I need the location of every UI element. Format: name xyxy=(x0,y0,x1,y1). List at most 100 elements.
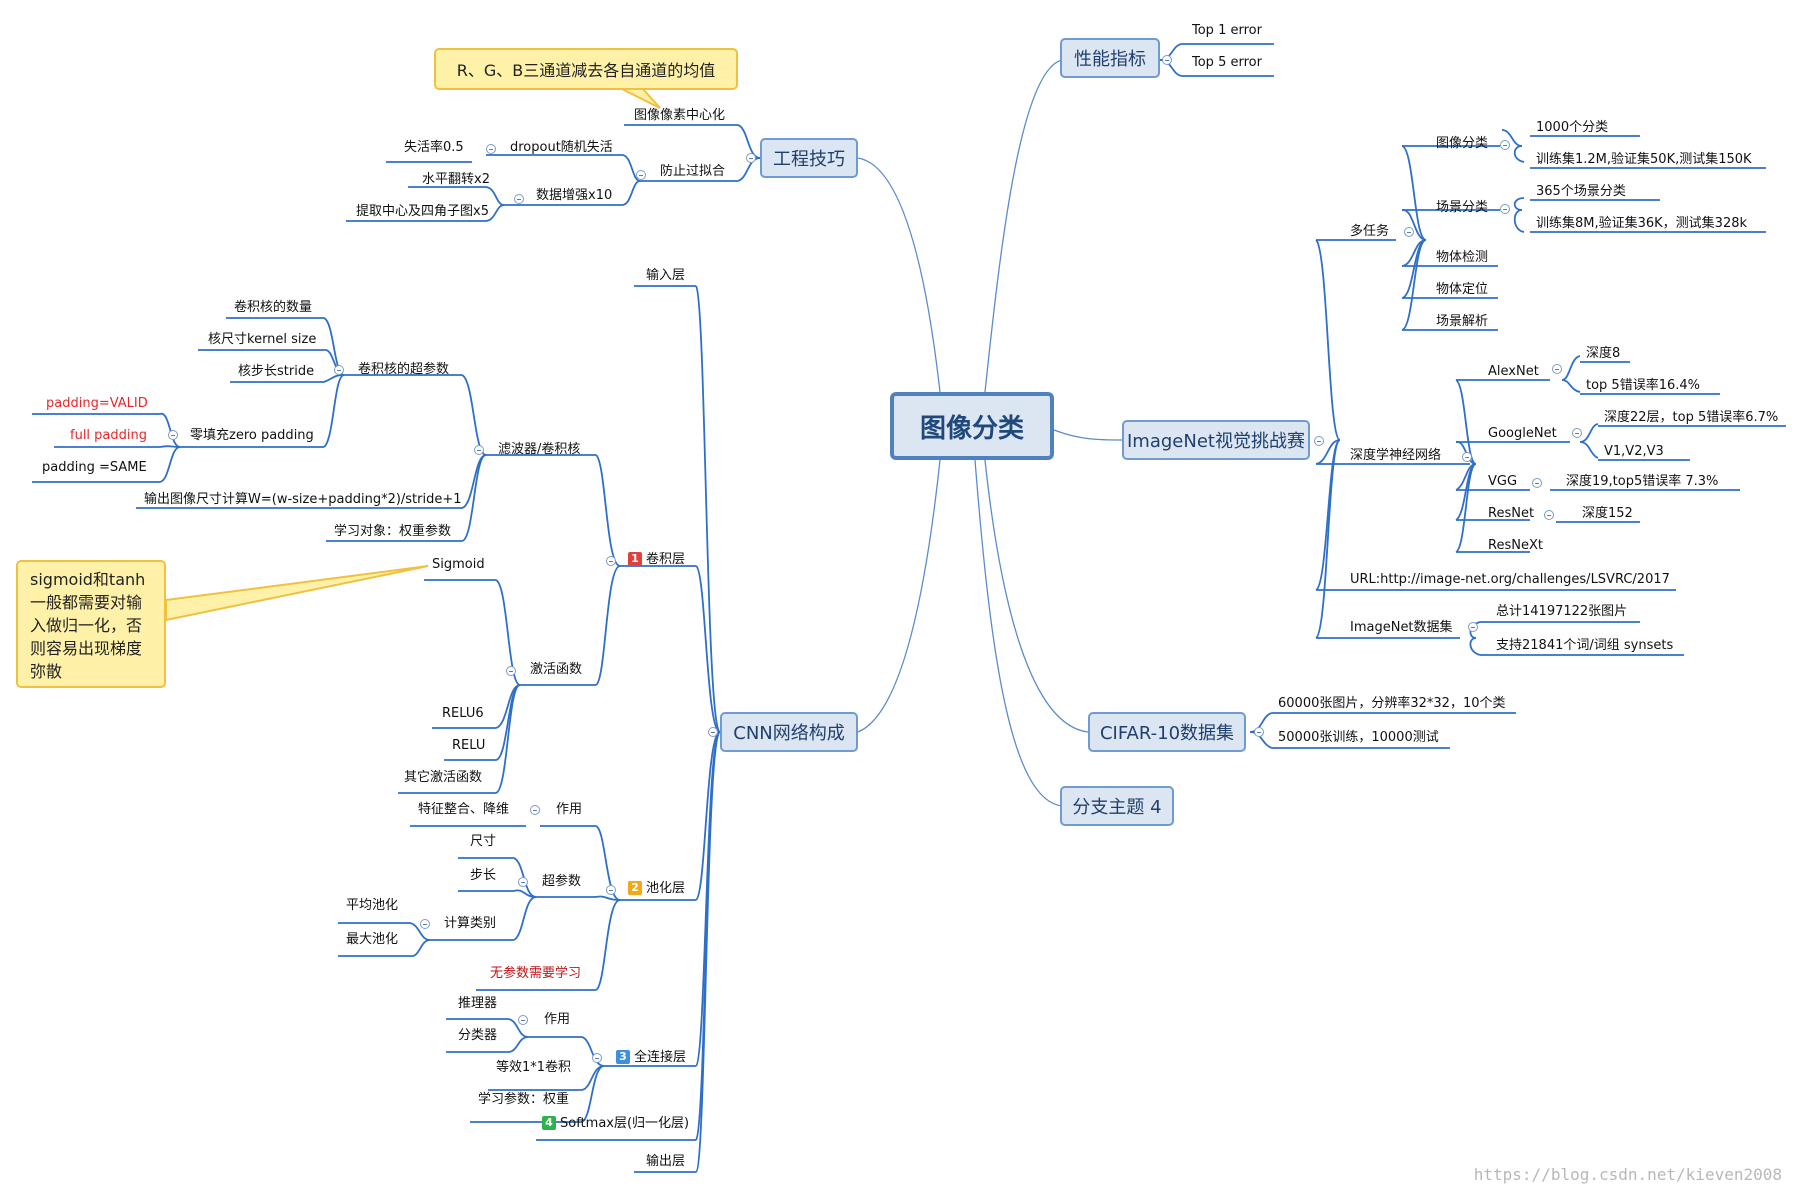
cifar-images[interactable]: 60000张图片，分辨率32*32，10个类 xyxy=(1278,696,1506,711)
kernel-size[interactable]: 核尺寸kernel size xyxy=(208,332,317,347)
kernel-hyper[interactable]: 卷积核的超参数 xyxy=(358,362,450,377)
collapse-icon[interactable] xyxy=(1544,510,1554,520)
collapse-icon[interactable] xyxy=(506,666,516,676)
relu6[interactable]: RELU6 xyxy=(442,706,484,721)
sigmoid[interactable]: Sigmoid xyxy=(432,557,485,572)
output-layer[interactable]: 输出层 xyxy=(646,1154,686,1169)
googlenet-versions[interactable]: V1,V2,V3 xyxy=(1604,444,1664,459)
cnn-topic[interactable]: CNN网络构成 xyxy=(720,712,858,752)
resnet-depth[interactable]: 深度152 xyxy=(1582,506,1633,521)
max-pool[interactable]: 最大池化 xyxy=(346,932,399,947)
collapse-icon[interactable] xyxy=(708,727,718,737)
collapse-icon[interactable] xyxy=(1254,727,1264,737)
fc-learn[interactable]: 学习参数：权重 xyxy=(478,1092,570,1107)
collapse-icon[interactable] xyxy=(334,365,344,375)
collapse-icon[interactable] xyxy=(486,144,496,154)
imagenet-topic[interactable]: ImageNet视觉挑战赛 xyxy=(1122,420,1310,460)
cifar-split[interactable]: 50000张训练，10000测试 xyxy=(1278,730,1439,745)
other-activation[interactable]: 其它激活函数 xyxy=(404,770,483,785)
padding-valid[interactable]: padding=VALID xyxy=(46,396,148,411)
activation[interactable]: 激活函数 xyxy=(530,662,583,677)
multitask[interactable]: 多任务 xyxy=(1350,224,1390,239)
collapse-icon[interactable] xyxy=(1162,55,1172,65)
infer[interactable]: 推理器 xyxy=(458,996,498,1011)
learn-weights[interactable]: 学习对象：权重参数 xyxy=(334,524,452,539)
vgg[interactable]: VGG xyxy=(1488,474,1518,489)
collapse-icon[interactable] xyxy=(420,919,430,929)
padding-full[interactable]: full padding xyxy=(70,428,147,443)
kernel-stride[interactable]: 核步长stride xyxy=(238,364,315,379)
collapse-icon[interactable] xyxy=(530,805,540,815)
filter[interactable]: 滤波器/卷积核 xyxy=(498,442,581,457)
kernel-count[interactable]: 卷积核的数量 xyxy=(234,300,313,315)
scene-cls-sets[interactable]: 训练集8M,验证集36K，测试集328k xyxy=(1536,216,1748,231)
img-cls-sets[interactable]: 训练集1.2M,验证集50K,测试集150K xyxy=(1536,152,1752,167)
collapse-icon[interactable] xyxy=(606,556,616,566)
top5-error[interactable]: Top 5 error xyxy=(1192,55,1262,70)
collapse-icon[interactable] xyxy=(606,885,616,895)
image-classification[interactable]: 图像分类 xyxy=(1436,136,1489,151)
deep-nn[interactable]: 深度学神经网络 xyxy=(1350,448,1442,463)
zero-padding[interactable]: 零填充zero padding xyxy=(190,428,314,443)
dropout[interactable]: dropout随机失活 xyxy=(510,140,613,155)
pool-calc[interactable]: 计算类别 xyxy=(444,916,497,931)
collapse-icon[interactable] xyxy=(1314,436,1324,446)
dataset-synsets[interactable]: 支持21841个词/词组 synsets xyxy=(1496,638,1674,653)
cifar-topic[interactable]: CIFAR-10数据集 xyxy=(1088,712,1246,752)
pool-hyper[interactable]: 超参数 xyxy=(542,874,582,889)
flip[interactable]: 水平翻转x2 xyxy=(422,172,490,187)
root-topic[interactable]: 图像分类 xyxy=(890,392,1054,460)
collapse-icon[interactable] xyxy=(636,170,646,180)
collapse-icon[interactable] xyxy=(592,1053,602,1063)
dropout-rate[interactable]: 失活率0.5 xyxy=(404,140,464,155)
object-detection[interactable]: 物体检测 xyxy=(1436,250,1489,265)
resnext[interactable]: ResNeXt xyxy=(1488,538,1543,553)
alexnet-error[interactable]: top 5错误率16.4% xyxy=(1586,378,1701,393)
alexnet-depth[interactable]: 深度8 xyxy=(1586,346,1621,361)
avg-pool[interactable]: 平均池化 xyxy=(346,898,399,913)
collapse-icon[interactable] xyxy=(514,194,524,204)
scene-cls-365[interactable]: 365个场景分类 xyxy=(1536,184,1626,199)
no-param[interactable]: 无参数需要学习 xyxy=(490,966,582,981)
collapse-icon[interactable] xyxy=(518,1015,528,1025)
input-layer[interactable]: 输入层 xyxy=(646,268,686,283)
scene-parsing[interactable]: 场景解析 xyxy=(1436,314,1489,329)
pool-size[interactable]: 尺寸 xyxy=(470,834,497,849)
data-augment[interactable]: 数据增强x10 xyxy=(536,188,613,203)
crop[interactable]: 提取中心及四角子图x5 xyxy=(356,204,489,219)
anti-overfit[interactable]: 防止过拟合 xyxy=(660,164,726,179)
vgg-depth[interactable]: 深度19,top5错误率 7.3% xyxy=(1566,474,1719,489)
object-localization[interactable]: 物体定位 xyxy=(1436,282,1489,297)
collapse-icon[interactable] xyxy=(1500,140,1510,150)
pool-role-value[interactable]: 特征整合、降维 xyxy=(418,802,510,817)
branch4-topic[interactable]: 分支主题 4 xyxy=(1060,786,1174,826)
performance-topic[interactable]: 性能指标 xyxy=(1060,38,1160,78)
collapse-icon[interactable] xyxy=(168,430,178,440)
padding-same[interactable]: padding =SAME xyxy=(42,460,147,475)
alexnet[interactable]: AlexNet xyxy=(1488,364,1539,379)
equiv-conv[interactable]: 等效1*1卷积 xyxy=(496,1060,572,1075)
img-cls-1000[interactable]: 1000个分类 xyxy=(1536,120,1609,135)
imagenet-dataset[interactable]: ImageNet数据集 xyxy=(1350,620,1453,635)
output-size-formula[interactable]: 输出图像尺寸计算W=(w-size+padding*2)/stride+1 xyxy=(144,492,462,507)
dataset-total[interactable]: 总计14197122张图片 xyxy=(1496,604,1628,619)
googlenet[interactable]: GoogleNet xyxy=(1488,426,1557,441)
relu[interactable]: RELU xyxy=(452,738,486,753)
collapse-icon[interactable] xyxy=(1468,622,1478,632)
collapse-icon[interactable] xyxy=(474,445,484,455)
collapse-icon[interactable] xyxy=(746,153,756,163)
collapse-icon[interactable] xyxy=(1552,364,1562,374)
pool-step[interactable]: 步长 xyxy=(470,868,497,883)
pixel-centering[interactable]: 图像像素中心化 xyxy=(634,108,726,123)
collapse-icon[interactable] xyxy=(1532,478,1542,488)
engineering-topic[interactable]: 工程技巧 xyxy=(760,138,858,178)
collapse-icon[interactable] xyxy=(1500,204,1510,214)
collapse-icon[interactable] xyxy=(518,877,528,887)
imagenet-url[interactable]: URL:http://image-net.org/challenges/LSVR… xyxy=(1350,572,1670,587)
scene-classification[interactable]: 场景分类 xyxy=(1436,200,1489,215)
classifier[interactable]: 分类器 xyxy=(458,1028,498,1043)
